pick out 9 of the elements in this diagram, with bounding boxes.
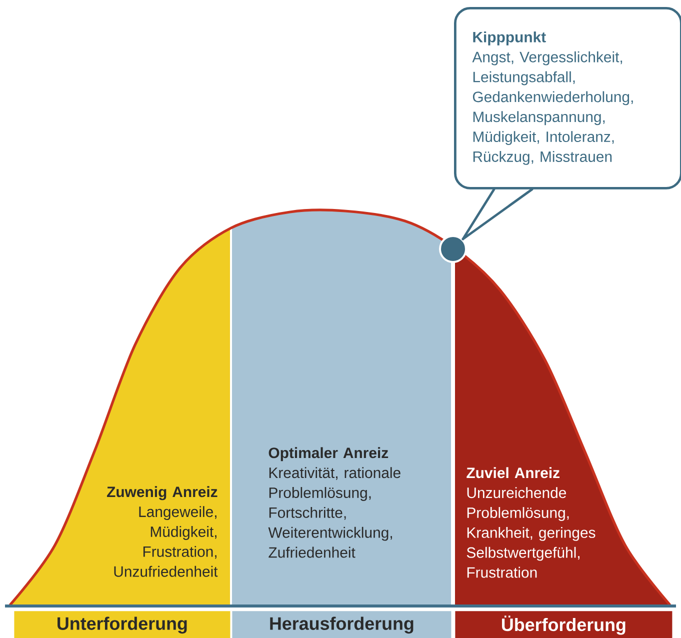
speech-bubble: Kipppunkt Angst, Vergesslichkeit, Leistungsabfall, Gedankenwiederholung, Muskelanspannung, Müdigkeit, Intoleranz, Rückzug, Misstrauen [454, 6, 681, 190]
category-bar: Unterforderung [14, 611, 230, 638]
curve-region: Zuviel Anreiz Unzureichende Problemlösung, Krankheit, geringes Selbstwertgefühl, Frustration [455, 246, 670, 605]
tipping-point-dot [439, 234, 467, 263]
curve-region: Optimaler Anreiz Kreativität, rationale Problemlösung, Fortschritte, Weiterentwicklung, Zufriedenheit [232, 210, 451, 605]
callout-tail [462, 188, 534, 240]
category-bar: Überforderung [455, 611, 672, 638]
curve-region: Zuwenig Anreiz Langeweile, Müdigkeit, Frustration, Unzufriedenheit [10, 218, 230, 605]
category-bar: Herausforderung [232, 611, 452, 638]
